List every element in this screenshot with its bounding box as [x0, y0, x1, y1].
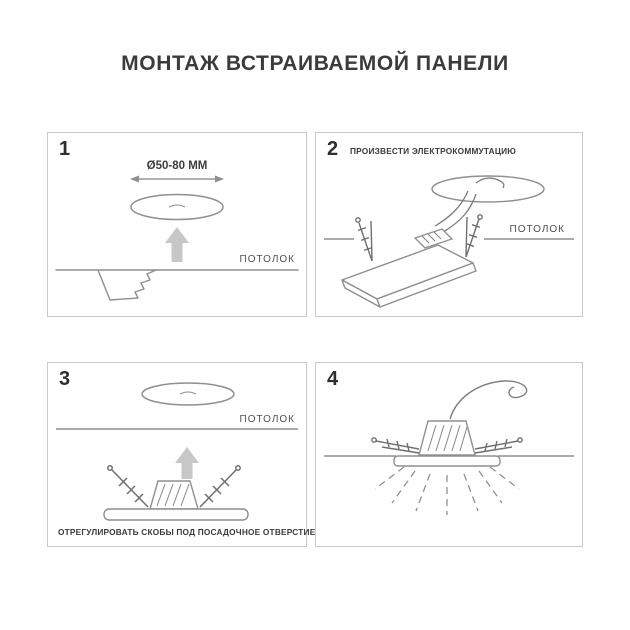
dimension-arrow-icon: [130, 175, 224, 183]
disc-glare: [168, 204, 186, 208]
step-number: 3: [59, 368, 71, 390]
ceiling-hole: [431, 175, 545, 203]
wire: [449, 380, 528, 420]
step-panel-3: 3 ОТРЕГУЛИРОВАТЬ СКОБЫ ПОД ПОСАДОЧНОЕ ОТ…: [47, 362, 315, 547]
step3-illustration: ПОТОЛОК: [56, 382, 298, 521]
step2-illustration: ПОТОЛОК: [324, 175, 574, 308]
panel-slab: [103, 508, 249, 521]
up-arrow-icon: [175, 447, 199, 479]
step4-illustration: [324, 380, 574, 515]
step-number: 2: [327, 138, 339, 160]
panel-tilted: [341, 244, 477, 308]
spring-clip-right: [474, 437, 523, 454]
step2-caption: ПРОИЗВЕСТИ ЭЛЕКТРОКОММУТАЦИЮ: [350, 146, 517, 156]
driver-box: [413, 228, 454, 249]
spring-clip-right: [199, 465, 241, 508]
ceiling-label: ПОТОЛОК: [240, 254, 295, 265]
disc-glare: [179, 391, 197, 395]
spring-clip-left: [371, 437, 420, 454]
step-panel-1: 1 Ø50-80 ММ ПОТОЛОК: [47, 132, 307, 317]
hole-diameter-label: Ø50-80 ММ: [147, 160, 208, 172]
step-panel-4: 4: [315, 362, 583, 547]
step3-caption: ОТРЕГУЛИРОВАТЬ СКОБЫ ПОД ПОСАДОЧНОЕ ОТВЕ…: [58, 527, 316, 537]
driver-box: [418, 420, 476, 456]
ceiling-cutout-flap: [97, 269, 157, 301]
ceiling-label: ПОТОЛОК: [240, 414, 295, 425]
ceiling-label: ПОТОЛОК: [510, 224, 565, 235]
panel-slab: [393, 455, 501, 467]
panel-disc-in-hole: [141, 382, 235, 406]
step-panel-2: 2 ПРОИЗВЕСТИ ЭЛЕКТРОКОММУТАЦИЮ ПОТОЛОК: [315, 132, 583, 317]
page-title: МОНТАЖ ВСТРАИВАЕМОЙ ПАНЕЛИ: [121, 52, 509, 75]
spring-clip-left: [107, 465, 149, 508]
spring-clip-left: [355, 217, 373, 262]
step-number: 1: [59, 138, 71, 160]
spring-clip-right: [465, 214, 483, 258]
panel-disc: [130, 193, 224, 221]
step1-illustration: Ø50-80 ММ ПОТОЛОК: [55, 160, 299, 301]
up-arrow-icon: [165, 227, 189, 262]
step-number: 4: [327, 368, 339, 390]
driver-box: [149, 480, 199, 510]
wires: [434, 177, 505, 233]
light-rays: [374, 466, 520, 515]
